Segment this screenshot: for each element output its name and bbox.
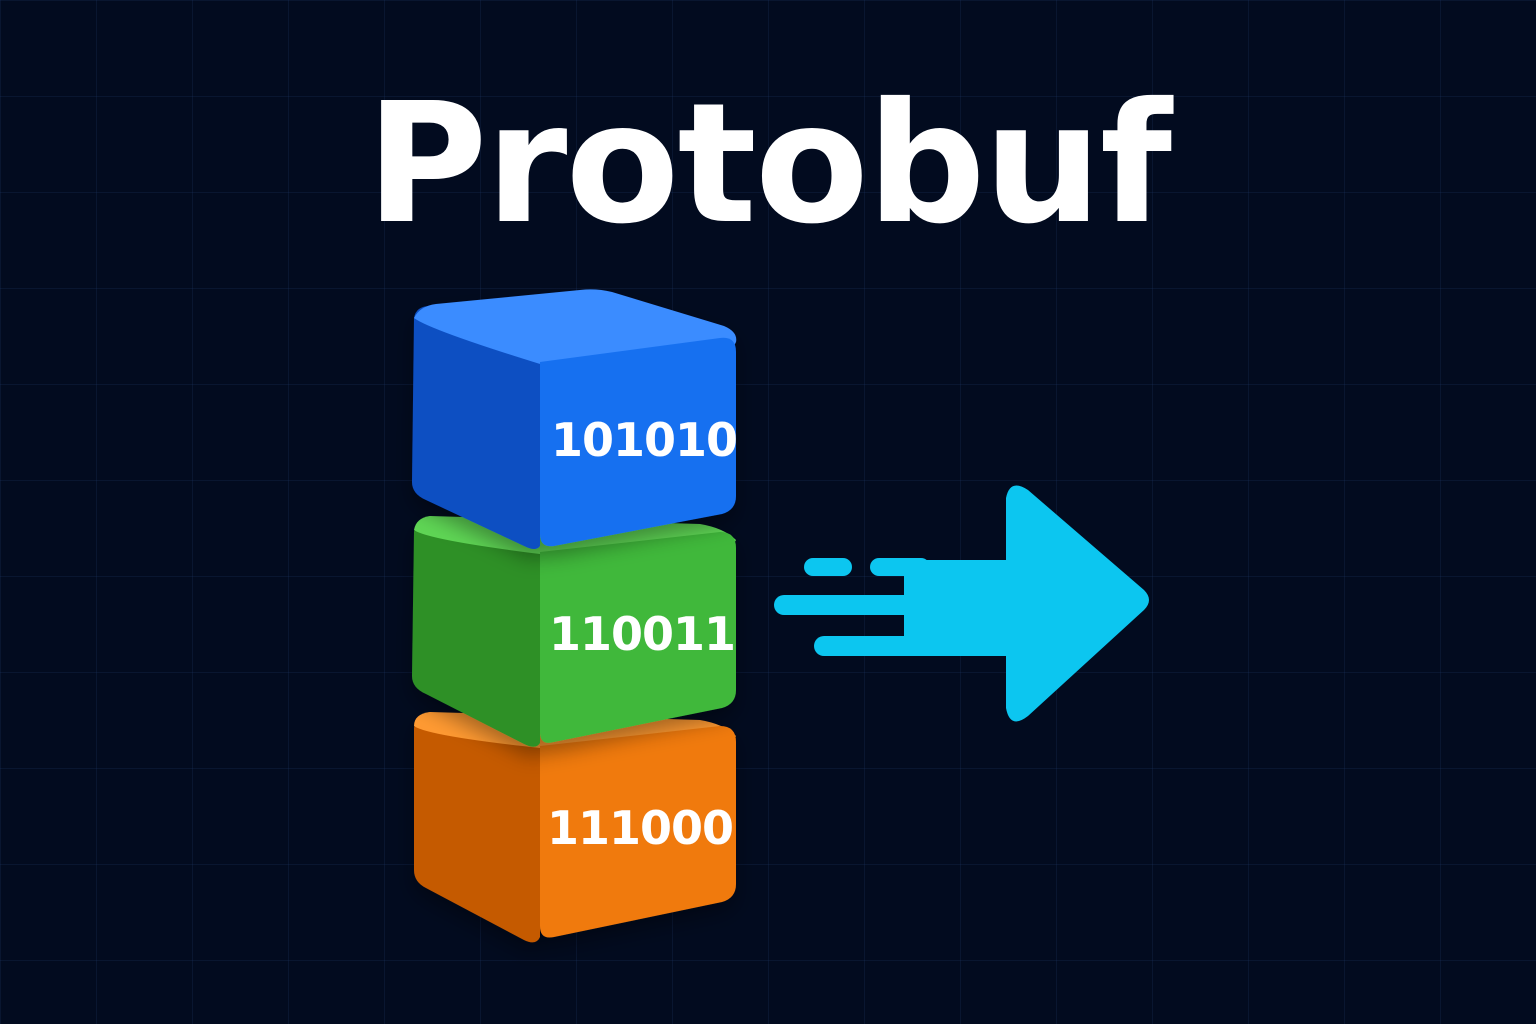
block-blue-label: 101010	[551, 413, 737, 467]
block-green-label: 110011	[549, 607, 735, 661]
speed-line-1	[804, 558, 852, 576]
block-blue: 101010	[412, 289, 738, 549]
arrow-right-icon	[774, 485, 1149, 722]
speed-line-4	[814, 636, 924, 656]
block-orange-label: 111000	[547, 801, 733, 855]
block-orange: 111000	[414, 712, 736, 943]
title: Protobuf	[365, 68, 1172, 261]
block-green: 110011	[412, 516, 736, 747]
speed-line-3	[774, 595, 924, 615]
arrow-head	[904, 485, 1149, 722]
